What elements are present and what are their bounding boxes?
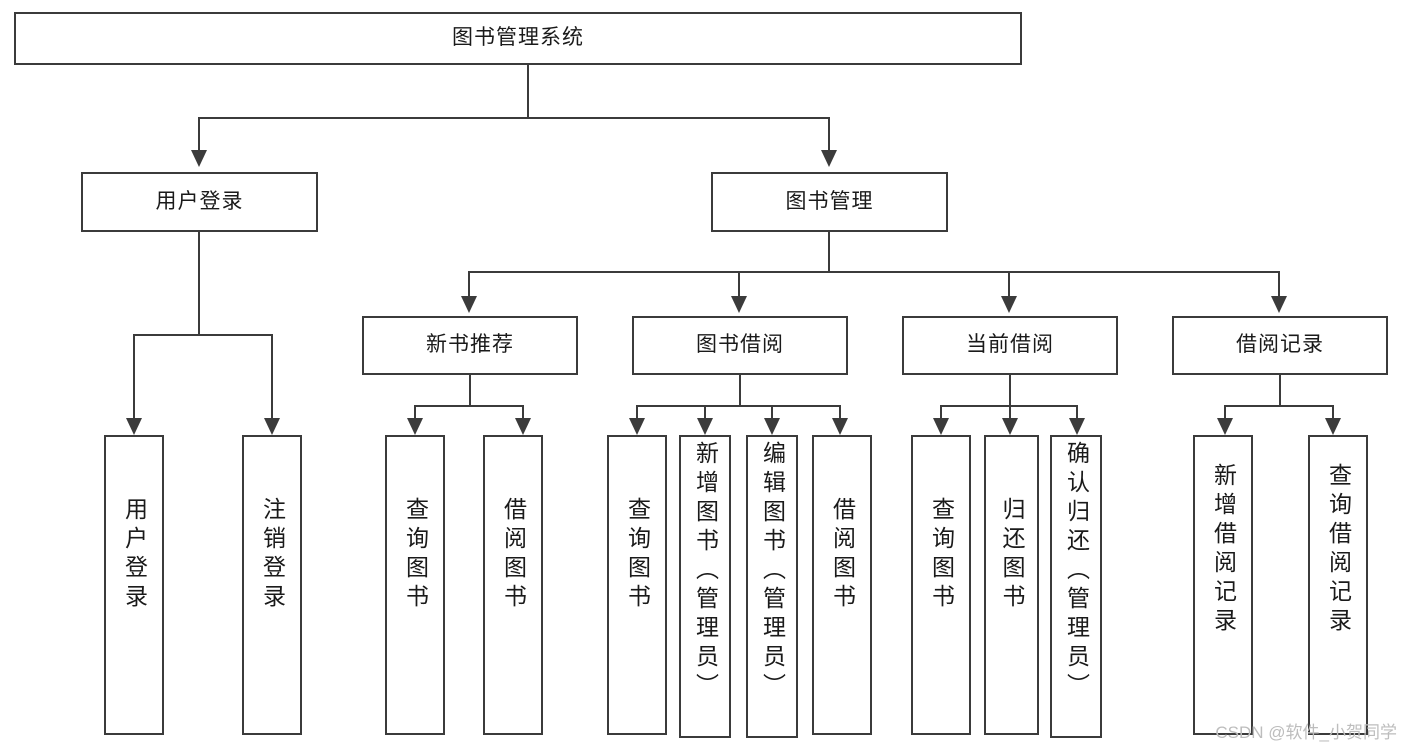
connector-current-borrow-stem	[1009, 375, 1011, 406]
arrowhead-book-borrow-child-2	[697, 418, 713, 435]
leaf-label: 查询图书	[624, 497, 651, 613]
arrowhead-bm-to-new-book	[461, 296, 477, 313]
connector-book-borrow-stem	[739, 375, 741, 406]
node-current-borrow[interactable]: 当前借阅	[902, 316, 1118, 375]
node-borrow-record[interactable]: 借阅记录	[1172, 316, 1388, 375]
leaf-return-book[interactable]: 归还图书	[984, 435, 1039, 735]
leaf-label: 确认归还（管理员）	[1063, 441, 1090, 702]
connector-user-login-stem	[198, 232, 200, 335]
leaf-logout[interactable]: 注销登录	[242, 435, 302, 735]
leaf-label: 查询图书	[928, 497, 955, 613]
leaf-label: 借阅图书	[500, 497, 527, 613]
connector-book-management-stem	[828, 232, 830, 272]
connector-user-login-child-2	[271, 334, 273, 418]
connector-root-to-book-management	[828, 117, 830, 150]
connector-user-login-child-1	[133, 334, 135, 418]
leaf-query-book-borrow[interactable]: 查询图书	[607, 435, 667, 735]
connector-book-borrow-child-3	[771, 405, 773, 418]
connector-borrow-record-child-1	[1224, 405, 1226, 418]
leaf-query-book-new[interactable]: 查询图书	[385, 435, 445, 735]
arrowhead-current-borrow-child-3	[1069, 418, 1085, 435]
connector-bm-to-current-borrow	[1008, 271, 1010, 296]
arrowhead-borrow-record-child-1	[1217, 418, 1233, 435]
leaf-borrow-book-new[interactable]: 借阅图书	[483, 435, 543, 735]
connector-book-management-split-bar	[468, 271, 1280, 273]
arrowhead-book-borrow-child-1	[629, 418, 645, 435]
node-root-library-management-system[interactable]: 图书管理系统	[14, 12, 1022, 65]
leaf-label: 归还图书	[999, 497, 1025, 613]
node-user-login[interactable]: 用户登录	[81, 172, 318, 232]
connector-book-borrow-child-4	[839, 405, 841, 418]
connector-new-book-child-2	[522, 405, 524, 418]
connector-borrow-record-stem	[1279, 375, 1281, 406]
connector-root-to-user-login	[198, 117, 200, 150]
leaf-label: 注销登录	[259, 497, 286, 613]
leaf-add-book-admin[interactable]: 新增图书（管理员）	[679, 435, 731, 738]
connector-root-split-bar	[198, 117, 830, 119]
leaf-label: 查询图书	[402, 497, 429, 613]
arrowhead-current-borrow-child-2	[1002, 418, 1018, 435]
leaf-confirm-return-admin[interactable]: 确认归还（管理员）	[1050, 435, 1102, 738]
node-label: 图书管理系统	[452, 26, 584, 50]
node-label: 新书推荐	[426, 333, 514, 357]
connector-borrow-record-split-bar	[1224, 405, 1334, 407]
arrowhead-book-borrow-child-3	[764, 418, 780, 435]
node-book-management[interactable]: 图书管理	[711, 172, 948, 232]
node-book-borrow[interactable]: 图书借阅	[632, 316, 848, 375]
arrowhead-new-book-child-2	[515, 418, 531, 435]
leaf-edit-book-admin[interactable]: 编辑图书（管理员）	[746, 435, 798, 738]
connector-current-borrow-child-1	[940, 405, 942, 418]
arrowhead-bm-to-current-borrow	[1001, 296, 1017, 313]
connector-new-book-stem	[469, 375, 471, 406]
node-label: 图书借阅	[696, 333, 784, 357]
leaf-label: 用户登录	[121, 497, 148, 613]
arrowhead-borrow-record-child-2	[1325, 418, 1341, 435]
arrowhead-current-borrow-child-1	[933, 418, 949, 435]
node-label: 借阅记录	[1236, 333, 1324, 357]
leaf-label: 新增借阅记录	[1210, 463, 1237, 637]
arrowhead-root-to-book-management	[821, 150, 837, 167]
leaf-borrow-book[interactable]: 借阅图书	[812, 435, 872, 735]
connector-book-borrow-child-1	[636, 405, 638, 418]
arrowhead-new-book-child-1	[407, 418, 423, 435]
connector-current-borrow-child-2	[1009, 405, 1011, 418]
connector-new-book-split-bar	[414, 405, 524, 407]
arrowhead-root-to-user-login	[191, 150, 207, 167]
node-label: 用户登录	[155, 189, 244, 213]
leaf-user-login[interactable]: 用户登录	[104, 435, 164, 735]
node-new-book-recommend[interactable]: 新书推荐	[362, 316, 578, 375]
leaf-label: 借阅图书	[829, 497, 856, 613]
leaf-add-borrow-record[interactable]: 新增借阅记录	[1193, 435, 1253, 735]
watermark-text: CSDN @软件_小贺同学	[1215, 723, 1397, 742]
connector-current-borrow-child-3	[1076, 405, 1078, 418]
connector-bm-to-book-borrow	[738, 271, 740, 296]
connector-new-book-child-1	[414, 405, 416, 418]
connector-bm-to-new-book	[468, 271, 470, 296]
connector-book-borrow-split-bar	[636, 405, 840, 407]
arrowhead-user-login-child-1	[126, 418, 142, 435]
arrowhead-user-login-child-2	[264, 418, 280, 435]
connector-borrow-record-child-2	[1332, 405, 1334, 418]
leaf-label: 编辑图书（管理员）	[759, 441, 786, 702]
connector-user-login-split-bar	[133, 334, 273, 336]
connector-book-borrow-child-2	[704, 405, 706, 418]
leaf-label: 查询借阅记录	[1325, 463, 1352, 637]
leaf-query-book-current[interactable]: 查询图书	[911, 435, 971, 735]
connector-bm-to-borrow-record	[1278, 271, 1280, 296]
leaf-label: 新增图书（管理员）	[692, 441, 719, 702]
arrowhead-bm-to-book-borrow	[731, 296, 747, 313]
node-label: 当前借阅	[966, 333, 1054, 357]
node-label: 图书管理	[785, 189, 874, 213]
arrowhead-bm-to-borrow-record	[1271, 296, 1287, 313]
connector-root-stem	[527, 65, 529, 118]
leaf-query-borrow-record[interactable]: 查询借阅记录	[1308, 435, 1368, 735]
arrowhead-book-borrow-child-4	[832, 418, 848, 435]
